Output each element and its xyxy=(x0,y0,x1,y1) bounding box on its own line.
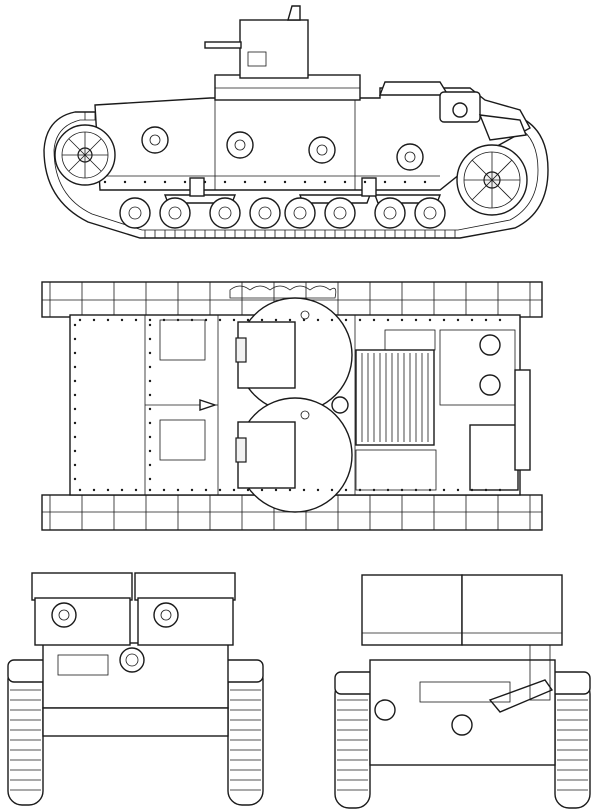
front-track-right xyxy=(227,664,264,806)
rivets xyxy=(73,180,502,492)
turret-left-top xyxy=(235,297,353,413)
track-outline xyxy=(43,111,549,239)
top-view xyxy=(41,281,543,531)
side-view xyxy=(43,5,549,239)
rear-hull xyxy=(369,659,556,766)
idler-wheel xyxy=(456,144,528,216)
engine-deck xyxy=(378,81,527,141)
rear-view xyxy=(334,574,591,809)
rear-track-right xyxy=(554,679,591,809)
turret-right-top xyxy=(235,397,353,513)
rear-track-left xyxy=(334,679,371,809)
turret xyxy=(204,5,361,101)
front-track-left xyxy=(7,664,44,806)
machine-gun-barrel xyxy=(204,41,242,49)
turret-right-front xyxy=(134,572,236,646)
drive-sprocket xyxy=(54,124,116,186)
turret-rear xyxy=(361,574,563,646)
front-view xyxy=(7,572,264,806)
track-inner-outline xyxy=(53,119,539,231)
road-wheels xyxy=(119,197,446,229)
turret-left-front xyxy=(31,572,133,646)
return-rollers xyxy=(141,126,424,171)
tow-cable xyxy=(229,285,337,299)
engine-grille xyxy=(355,349,435,446)
